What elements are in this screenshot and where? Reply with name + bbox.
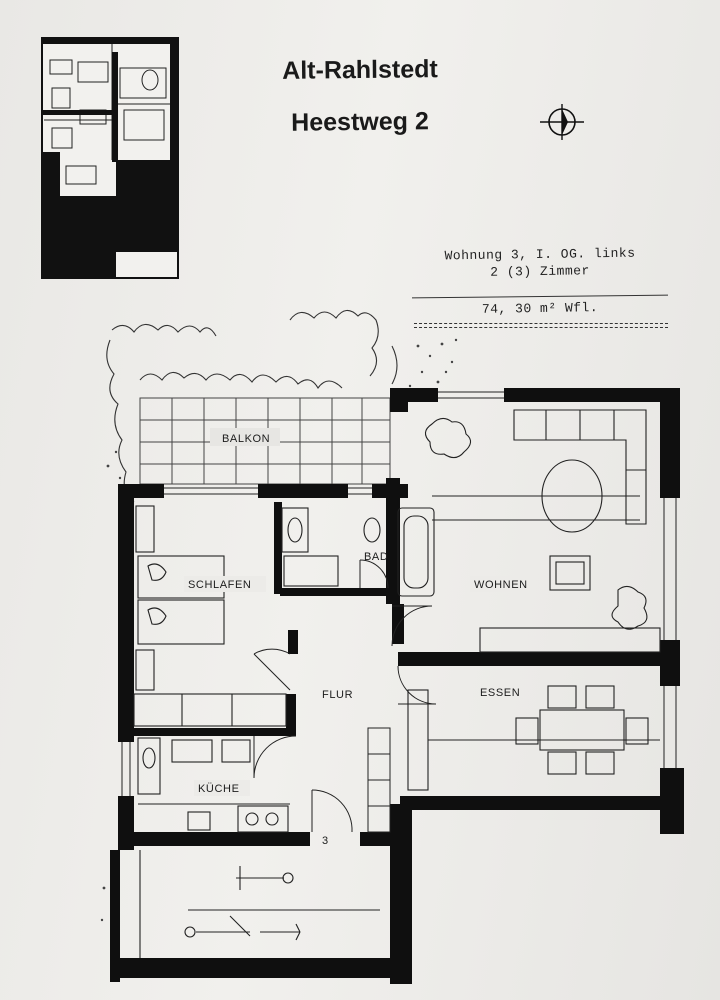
door-swings <box>253 559 437 833</box>
room-label-kitchen: KÜCHE <box>198 783 240 795</box>
room-label-bath: BAD <box>364 551 388 563</box>
windows <box>121 391 677 796</box>
bedroom-furniture <box>133 505 287 727</box>
living-furniture <box>424 409 661 653</box>
walls <box>110 388 684 984</box>
area-double-rule-2 <box>414 327 668 329</box>
bath-fixtures <box>281 507 435 597</box>
stairwell <box>139 850 380 958</box>
garden-vegetation <box>106 309 398 503</box>
north-arrow-icon <box>540 104 584 140</box>
room-label-dining: ESSEN <box>480 687 520 699</box>
room-label-hall: FLUR <box>322 689 353 701</box>
room-label-bedroom: SCHLAFEN <box>188 579 251 591</box>
key-plan <box>41 37 179 279</box>
room-label-living: WOHNEN <box>474 579 528 591</box>
kitchen-fixtures <box>137 737 290 833</box>
stair-number: 3 <box>322 835 329 847</box>
area-double-rule <box>414 323 668 325</box>
room-label-balcony: BALKON <box>222 433 270 445</box>
dining-furniture <box>407 685 660 791</box>
balcony: BALKON <box>139 397 391 485</box>
hall-fixtures <box>367 727 391 833</box>
